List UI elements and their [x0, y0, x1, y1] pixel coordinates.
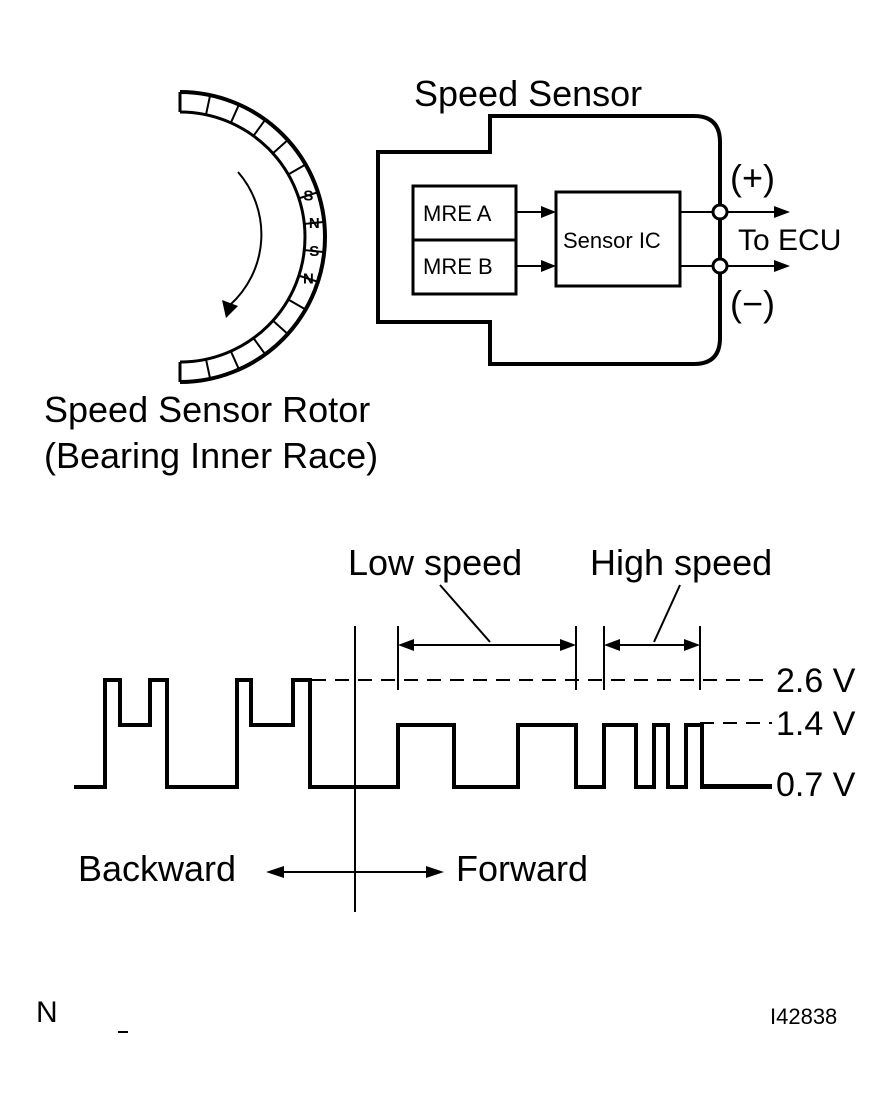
ecu-arrow-plus [774, 206, 790, 218]
rotor-segment-divider [252, 119, 267, 137]
rotor-segment-divider [298, 191, 319, 200]
rotor-pole-1: N [309, 215, 320, 232]
rotor-segment-divider [304, 220, 325, 225]
backward-label: Backward [78, 848, 236, 889]
sensor-ic-box [554, 190, 682, 288]
mre-b-label: MRE B [423, 254, 493, 279]
rotor-pole-2: S [309, 243, 319, 260]
plus-label: (+) [730, 157, 775, 198]
rotor-segment-divider [205, 94, 212, 115]
sensor-ic-label: Sensor IC [563, 228, 661, 253]
ecu-arrow-minus [774, 260, 790, 272]
level-label-2-6v: 2.6 V [776, 662, 856, 700]
to-ecu-label: To ECU [738, 224, 841, 257]
rotor-segment-divider [287, 298, 307, 311]
mre-a-arrow [541, 206, 556, 218]
minus-terminal [711, 257, 729, 275]
rotor-label-line2: (Bearing Inner Race) [44, 435, 378, 476]
rotor-segment-divider [287, 163, 307, 176]
low-speed-pointer [439, 584, 491, 643]
rotor-segment-divider [229, 350, 240, 370]
rotor-inner-arc [179, 110, 307, 364]
rotor-outer-arc [179, 90, 327, 384]
rotor-segment-divider [298, 274, 319, 283]
forward-arrowhead [426, 866, 444, 878]
mre-a-label: MRE A [423, 201, 492, 226]
rotor-segment-divider [304, 249, 325, 254]
mre-b-arrow [541, 260, 556, 272]
rotor-pole-0: S [303, 187, 313, 204]
sensor-signal-waveform [74, 678, 772, 789]
backward-arrowhead [266, 866, 284, 878]
high-speed-label: High speed [590, 542, 772, 583]
low-speed-label: Low speed [348, 542, 522, 583]
rotor-segment-divider [272, 139, 289, 155]
north-mark: N [36, 996, 58, 1029]
sensor-housing [376, 114, 722, 366]
level-label-0-7v: 0.7 V [776, 766, 856, 804]
forward-label: Forward [456, 848, 588, 889]
rotation-arrow [229, 171, 263, 306]
rotor-segment-divider [272, 319, 289, 335]
high-speed-pointer [653, 584, 681, 643]
level-label-1-4v: 1.4 V [776, 705, 856, 743]
rotation-arrowhead [222, 300, 238, 318]
rotor-segment-divider [229, 104, 240, 124]
minus-label: (−) [730, 283, 775, 324]
speed-sensor-title: Speed Sensor [414, 73, 642, 114]
figure-id: I42838 [770, 1004, 837, 1029]
rotor-segment-dividers [205, 94, 325, 380]
rotor-pole-3: N [303, 271, 314, 288]
rotor-label-line1: Speed Sensor Rotor [44, 389, 370, 430]
rotor-segment-divider [252, 337, 267, 355]
plus-terminal [711, 203, 729, 221]
rotor-segment-divider [205, 359, 212, 380]
